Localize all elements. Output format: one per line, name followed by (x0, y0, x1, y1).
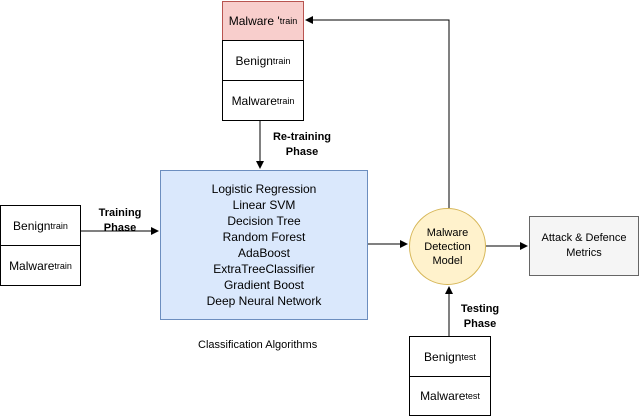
testing-label-line2: Phase (463, 318, 497, 330)
metrics-label-line1: Attack & Defence (541, 232, 627, 244)
algorithm-item: ExtraTreeClassifier (213, 262, 315, 276)
algorithm-item: Linear SVM (232, 198, 296, 212)
train-malware-sub: train (54, 260, 72, 271)
algorithm-item: AdaBoost (237, 246, 291, 260)
classification-algorithms-caption: Classification Algorithms (198, 339, 318, 351)
classification-algorithms-box: Logistic Regression Linear SVM Decision … (160, 170, 368, 320)
retrain-benign-sub: train (272, 55, 291, 66)
training-phase-label: Training Phase (85, 206, 155, 236)
retraining-phase-label: Re-training Phase (262, 130, 342, 160)
retrain-malware-text: Malware (231, 93, 277, 108)
train-benign-sub: train (50, 220, 68, 231)
test-benign-box: Benign test (409, 336, 491, 377)
algorithm-item: Decision Tree (227, 214, 301, 228)
algorithm-item: Logistic Regression (211, 182, 317, 196)
attack-defence-metrics-box: Attack & Defence Metrics (529, 216, 639, 276)
algorithm-item: Deep Neural Network (206, 294, 322, 308)
test-benign-text: Benign (424, 349, 462, 364)
retrain-benign-text: Benign (235, 53, 273, 68)
algorithm-item: Random Forest (222, 230, 306, 244)
model-label-line2: Detection (424, 240, 471, 253)
retrain-malware-box: Malware train (222, 80, 304, 121)
malware-detection-model: Malware Detection Model (409, 208, 486, 285)
train-benign-box: Benign train (0, 205, 81, 246)
test-malware-text: Malware (420, 389, 466, 403)
model-label-line1: Malware (426, 226, 469, 239)
train-benign-text: Benign (13, 218, 51, 233)
algorithm-item: Gradient Boost (223, 278, 305, 292)
arrow-model-to-adversarial (305, 16, 450, 208)
retrain-malware-adversarial-sub: train (279, 16, 298, 26)
train-malware-box: Malware train (0, 245, 81, 286)
retraining-label-line2: Phase (285, 146, 319, 158)
test-benign-sub: test (461, 351, 476, 362)
training-label-line2: Phase (103, 222, 137, 234)
metrics-label-line2: Metrics (566, 247, 602, 259)
test-malware-box: Malware test (409, 376, 491, 416)
testing-label-line1: Testing (460, 303, 500, 315)
retrain-malware-adversarial-text: Malware ' (228, 14, 280, 28)
model-label-line3: Model (432, 254, 463, 267)
training-label-line1: Training (98, 207, 142, 219)
retraining-label-line1: Re-training (272, 131, 332, 143)
retrain-malware-adversarial-box: Malware 'train (222, 1, 304, 41)
retrain-malware-sub: train (276, 95, 295, 106)
train-malware-text: Malware (9, 258, 55, 273)
retrain-benign-box: Benign train (222, 40, 304, 81)
testing-phase-label: Testing Phase (452, 302, 508, 332)
test-malware-sub: test (465, 391, 480, 401)
